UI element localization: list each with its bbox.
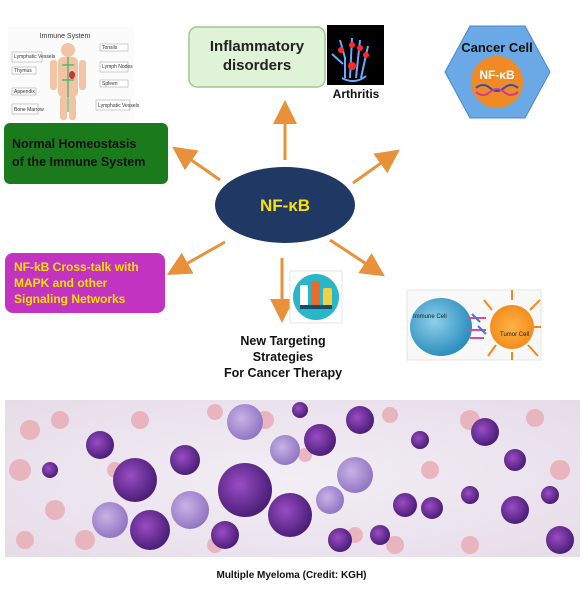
image-caption: Multiple Myeloma (Credit: KGH) xyxy=(216,570,367,581)
myeloma-image xyxy=(5,400,580,557)
homeostasis-line-2: of the Immune System xyxy=(12,155,145,169)
arrow-to-crosstalk xyxy=(166,240,226,275)
immune-system-title: Immune System xyxy=(40,33,91,40)
crosstalk-line-3: Signaling Networks xyxy=(14,292,126,306)
immune-cell-shape xyxy=(410,298,472,356)
immune-label-4: Bone Marrow xyxy=(14,107,44,113)
cells-image: Immune Cell Tumor Cell xyxy=(406,289,542,361)
tumor-cell-label: Tumor Cell xyxy=(500,332,529,338)
targeting-line-2: Strategies xyxy=(253,350,313,364)
arthritis-label: Arthritis xyxy=(333,87,380,101)
arrows xyxy=(166,100,400,323)
center-label: NF-κB xyxy=(260,196,310,215)
homeostasis-line-1: Normal Homeostasis xyxy=(12,137,136,151)
immune-label-1: Lymphatic Vessels xyxy=(14,54,56,60)
immune-system-labels: Lymphatic Vessels Thymus Appendix Bone M… xyxy=(11,43,140,115)
connector-icon xyxy=(468,313,487,339)
arrow-to-homeostasis xyxy=(172,146,221,182)
immune-cell-label: Immune Cell xyxy=(413,314,447,320)
inflammatory-line-1: Inflammatory xyxy=(210,38,305,55)
immune-label-6: Lymph Nodes xyxy=(102,64,133,70)
cancer-cell-badge: NF-κB xyxy=(479,68,515,82)
cancer-cell-node: Cancer Cell NF-κB xyxy=(444,25,551,119)
immune-label-7: Spleen xyxy=(102,81,118,87)
crosstalk-line-1: NF-kB Cross-talk with xyxy=(14,260,139,274)
crosstalk-line-2: MAPK and other xyxy=(14,276,108,290)
immune-label-5: Tonsils xyxy=(102,45,118,51)
hand-icon xyxy=(331,37,369,82)
arthritis-image: Arthritis xyxy=(327,25,384,101)
tumor-cell-shape xyxy=(483,290,541,360)
inflammatory-line-2: disorders xyxy=(223,57,291,74)
immune-label-8: Lymphatic Vessels xyxy=(98,103,140,109)
targeting-node: New Targeting Strategies For Cancer Ther… xyxy=(224,270,343,380)
body-figure xyxy=(50,43,86,120)
immune-system-image: Immune System Lymphatic Vessels Thymus A… xyxy=(8,27,140,121)
arrow-to-cells xyxy=(329,238,386,277)
targeting-line-3: For Cancer Therapy xyxy=(224,366,342,380)
targeting-line-1: New Targeting xyxy=(240,334,325,348)
immune-label-2: Thymus xyxy=(14,68,32,74)
homeostasis-node: Normal Homeostasis of the Immune System xyxy=(4,123,168,184)
inflammatory-node: Inflammatory disorders xyxy=(188,26,326,88)
crosstalk-node: NF-kB Cross-talk with MAPK and other Sig… xyxy=(5,253,165,313)
center-node: NF-κB xyxy=(215,167,355,243)
cancer-cell-title: Cancer Cell xyxy=(461,40,533,55)
plasma-cells xyxy=(42,402,574,554)
dna-icon xyxy=(475,84,519,96)
immune-label-3: Appendix xyxy=(14,89,35,95)
arrow-to-cancer-cell xyxy=(352,149,400,185)
